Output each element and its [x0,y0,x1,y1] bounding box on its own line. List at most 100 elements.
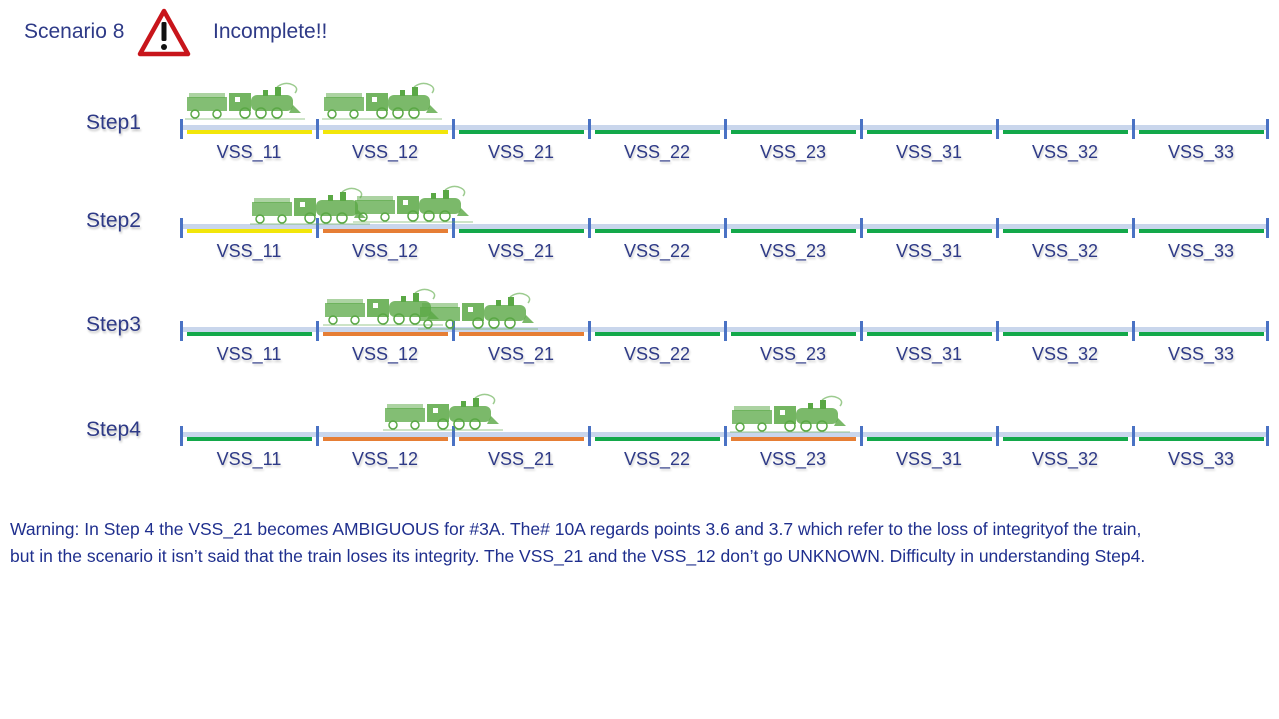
section-boundary [1266,426,1269,446]
vss-segment-free [1003,130,1128,134]
warning-line-1: Warning: In Step 4 the VSS_21 becomes AM… [10,519,1142,539]
vss-segment-free [1139,437,1264,441]
vss-label: VSS_11 [216,344,282,364]
vss-segment-ambiguous [323,229,448,233]
scenario-title: Scenario 8 [24,20,125,43]
vss-segment-free [731,332,856,336]
section-boundary [588,119,591,139]
section-boundary [180,321,183,341]
section-boundary [452,218,455,238]
section-boundary [860,218,863,238]
section-boundary [724,119,727,139]
vss-label: VSS_21 [487,241,555,261]
vss-segment-free [731,229,856,233]
vss-label: VSS_12 [351,241,419,261]
vss-segment-free [1003,437,1128,441]
section-boundary [860,426,863,446]
vss-label: VSS_21 [487,142,555,162]
vss-label: VSS_21 [487,449,555,469]
section-boundary [452,426,455,446]
section-boundary [316,218,319,238]
section-boundary [724,321,727,341]
train-icon [322,82,442,120]
vss-segment-free [595,332,720,336]
section-boundary [452,321,455,341]
vss-segment-free [1139,332,1264,336]
section-boundary [1132,218,1135,238]
train-icon [353,185,473,223]
section-boundary [180,218,183,238]
vss-segment-free [867,229,992,233]
vss-label: VSS_23 [759,142,827,162]
vss-label: VSS_23 [759,449,827,469]
vss-label: VSS_11 [216,142,282,162]
warning-line-2: but in the scenario it isn’t said that t… [10,546,1146,566]
section-boundary [1132,426,1135,446]
section-boundary [860,119,863,139]
step-label: Step3 [86,313,141,336]
train-icon [730,395,850,433]
section-boundary [588,218,591,238]
vss-label: VSS_31 [895,241,963,261]
vss-segment-free [1139,130,1264,134]
vss-segment-ambiguous [731,437,856,441]
section-boundary [996,321,999,341]
vss-label: VSS_33 [1167,449,1235,469]
vss-label: VSS_22 [623,142,691,162]
section-boundary [180,426,183,446]
section-boundary [1132,119,1135,139]
vss-label: VSS_32 [1031,344,1099,364]
warning-triangle-icon [137,8,191,57]
section-boundary [996,426,999,446]
vss-segment-free [1003,332,1128,336]
vss-label: VSS_33 [1167,241,1235,261]
warning-note: Warning: In Step 4 the VSS_21 becomes AM… [10,516,1275,570]
vss-segment-ambiguous [323,332,448,336]
vss-label: VSS_12 [351,344,419,364]
section-boundary [316,426,319,446]
status-text: Incomplete!! [213,20,328,43]
section-boundary [588,321,591,341]
vss-label: VSS_11 [216,449,282,469]
vss-segment-occupied [187,130,312,134]
step-label: Step2 [86,209,141,232]
vss-segment-free [867,437,992,441]
step-label: Step1 [86,111,141,134]
section-boundary [860,321,863,341]
section-boundary [180,119,183,139]
section-boundary [1266,218,1269,238]
vss-segment-occupied [187,229,312,233]
section-boundary [588,426,591,446]
vss-segment-free [867,332,992,336]
vss-segment-ambiguous [459,332,584,336]
vss-label: VSS_22 [623,241,691,261]
vss-label: VSS_32 [1031,449,1099,469]
section-boundary [452,119,455,139]
vss-label: VSS_21 [487,344,555,364]
vss-label: VSS_32 [1031,241,1099,261]
vss-label: VSS_12 [351,142,419,162]
vss-segment-free [595,437,720,441]
vss-label: VSS_32 [1031,142,1099,162]
section-boundary [1266,321,1269,341]
vss-label: VSS_11 [216,241,282,261]
vss-segment-free [459,130,584,134]
vss-label: VSS_12 [351,449,419,469]
vss-segment-free [1003,229,1128,233]
vss-label: VSS_23 [759,241,827,261]
vss-segment-ambiguous [459,437,584,441]
vss-segment-free [731,130,856,134]
vss-label: VSS_31 [895,142,963,162]
train-icon [383,393,503,431]
section-boundary [1132,321,1135,341]
section-boundary [1266,119,1269,139]
vss-segment-occupied [323,130,448,134]
step-label: Step4 [86,418,141,441]
vss-label: VSS_23 [759,344,827,364]
train-icon [185,82,305,120]
vss-segment-free [1139,229,1264,233]
vss-label: VSS_31 [895,344,963,364]
vss-label: VSS_22 [623,344,691,364]
vss-label: VSS_33 [1167,344,1235,364]
section-boundary [724,426,727,446]
